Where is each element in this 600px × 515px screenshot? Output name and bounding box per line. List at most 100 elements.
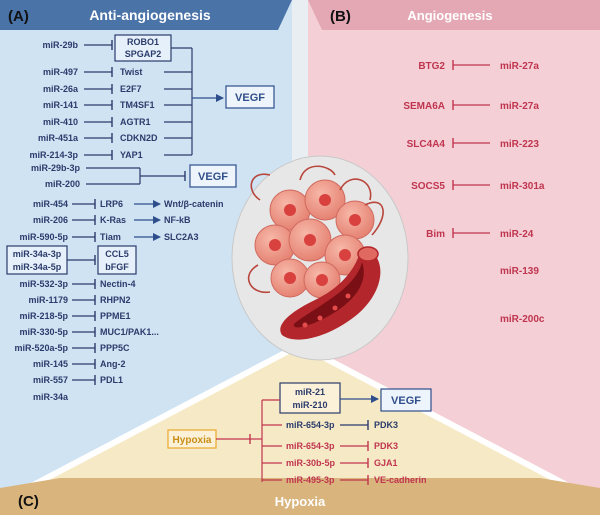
hypoxia-label: Hypoxia <box>173 435 212 446</box>
hypoxia-mirna-label: miR-654-3p <box>286 441 335 451</box>
anti-mirna-label: miR-454 <box>33 199 68 209</box>
target-label: MUC1/PAK1... <box>100 327 159 337</box>
target-label: ROBO1 <box>127 37 159 47</box>
vegf-box-3 <box>380 388 432 412</box>
tumor-vessel-illustration <box>231 155 409 361</box>
panel-b-title: Angiogenesis <box>407 8 492 23</box>
vegf-label: VEGF <box>391 395 421 407</box>
anti-mirna-label: miR-34a <box>33 392 69 402</box>
anti-mirna-label: miR-141 <box>43 100 78 110</box>
target-label: Tiam <box>100 232 121 242</box>
vegf-box-2 <box>189 164 237 188</box>
anti-mirna-label: miR-330-5p <box>19 327 68 337</box>
angio-target-label: Bim <box>426 229 445 240</box>
hypoxia-mirna-label: miR-21 <box>295 387 325 397</box>
anti-mirna-label: miR-218-5p <box>19 311 68 321</box>
anti-mirna-label: miR-520a-5p <box>14 343 68 353</box>
anti-mirna-label: miR-26a <box>43 84 79 94</box>
hypoxia-mirna-label: miR-210 <box>292 400 327 410</box>
target-label: LRP6 <box>100 199 123 209</box>
anti-mirna-label: miR-200 <box>45 179 80 189</box>
angio-mirna-label: miR-200c <box>500 314 545 325</box>
anti-mirna-label: miR-206 <box>33 215 68 225</box>
angio-target-label: SEMA6A <box>403 101 445 112</box>
hypoxia-mirna-label: miR-495-3p <box>286 475 335 485</box>
tumor-cluster <box>254 179 375 299</box>
anti-mirna-label: miR-1179 <box>28 295 68 305</box>
vegf-box-1 <box>225 85 275 109</box>
anti-mirna-label: miR-557 <box>33 375 68 385</box>
anti-mirna-label: miR-410 <box>43 117 78 127</box>
downstream-label: Wnt/β-catenin <box>164 199 224 209</box>
divider-right <box>298 342 582 495</box>
anti-mirna-label: miR-145 <box>33 359 68 369</box>
panel-b-label: (B) <box>330 8 351 25</box>
angio-target-label: SOCS5 <box>411 181 445 192</box>
anti-mirna-label: miR-532-3p <box>19 279 68 289</box>
panel-c-title: Hypoxia <box>275 494 326 509</box>
hypoxia-target-label: VE-cadherin <box>374 475 427 485</box>
angio-target-label: SLC4A4 <box>407 139 446 150</box>
panel-a-header <box>0 0 292 30</box>
target-label: Ang-2 <box>100 359 126 369</box>
target-label: TM4SF1 <box>120 100 155 110</box>
anti-mirna-label: miR-451a <box>38 133 79 143</box>
target-label: K-Ras <box>100 215 126 225</box>
hypoxia-mirna-label: miR-654-3p <box>286 420 335 430</box>
target-label: AGTR1 <box>120 117 151 127</box>
panel-c-header <box>0 492 600 515</box>
hypoxia-target-label: GJA1 <box>374 458 398 468</box>
target-box-ccl5 <box>97 245 137 275</box>
tumor-vessels <box>247 165 384 293</box>
panel-c-header-left <box>0 478 600 492</box>
panel-c-label: (C) <box>18 493 39 510</box>
target-label: PPP5C <box>100 343 130 353</box>
anti-mirna-label: miR-214-3p <box>29 150 78 160</box>
anti-mirna-label: miR-34a-3p <box>13 249 62 259</box>
mirna-box-34a <box>6 245 68 275</box>
angio-mirna-label: miR-27a <box>500 61 539 72</box>
anti-mirna-label: miR-590-5p <box>19 232 68 242</box>
panel-c-background <box>20 345 580 492</box>
target-label: RHPN2 <box>100 295 131 305</box>
anti-mirna-label: miR-497 <box>43 67 78 77</box>
vegf-label: VEGF <box>198 171 228 183</box>
angio-mirna-label: miR-27a <box>500 101 539 112</box>
angio-target-label: BTG2 <box>418 61 445 72</box>
hypoxia-mirna-label: miR-30b-5p <box>286 458 336 468</box>
angio-mirna-label: miR-223 <box>500 139 539 150</box>
target-label: YAP1 <box>120 150 143 160</box>
target-label: CDKN2D <box>120 133 158 143</box>
panel-b-header <box>308 0 600 30</box>
anti-mirna-label: miR-34a-5p <box>13 262 62 272</box>
vegf-label: VEGF <box>235 92 265 104</box>
anti-mirna-label: miR-29b <box>42 40 78 50</box>
angio-mirna-label: miR-139 <box>500 266 539 277</box>
anti-mirna-label: miR-29b-3p <box>31 163 81 173</box>
target-label: E2F7 <box>120 84 142 94</box>
target-label: CCL5 <box>105 249 129 259</box>
target-label: Twist <box>120 67 142 77</box>
downstream-label: SLC2A3 <box>164 232 199 242</box>
mirna-box-21-210 <box>279 382 341 414</box>
target-label: PPME1 <box>100 311 131 321</box>
hypoxia-target-label: PDK3 <box>374 441 398 451</box>
target-label: Nectin-4 <box>100 279 136 289</box>
target-label: PDL1 <box>100 375 123 385</box>
hypoxia-target-label: PDK3 <box>374 420 398 430</box>
angio-mirna-label: miR-301a <box>500 181 545 192</box>
angio-mirna-label: miR-24 <box>500 229 534 240</box>
divider-left <box>18 342 302 495</box>
panel-a-title: Anti-angiogenesis <box>89 7 211 23</box>
downstream-label: NF-kB <box>164 215 191 225</box>
vessel-opening <box>357 246 379 262</box>
target-label: bFGF <box>105 262 129 272</box>
panel-a-label: (A) <box>8 8 29 25</box>
target-label: SPGAP2 <box>125 49 162 59</box>
target-box-robo1 <box>114 34 172 62</box>
